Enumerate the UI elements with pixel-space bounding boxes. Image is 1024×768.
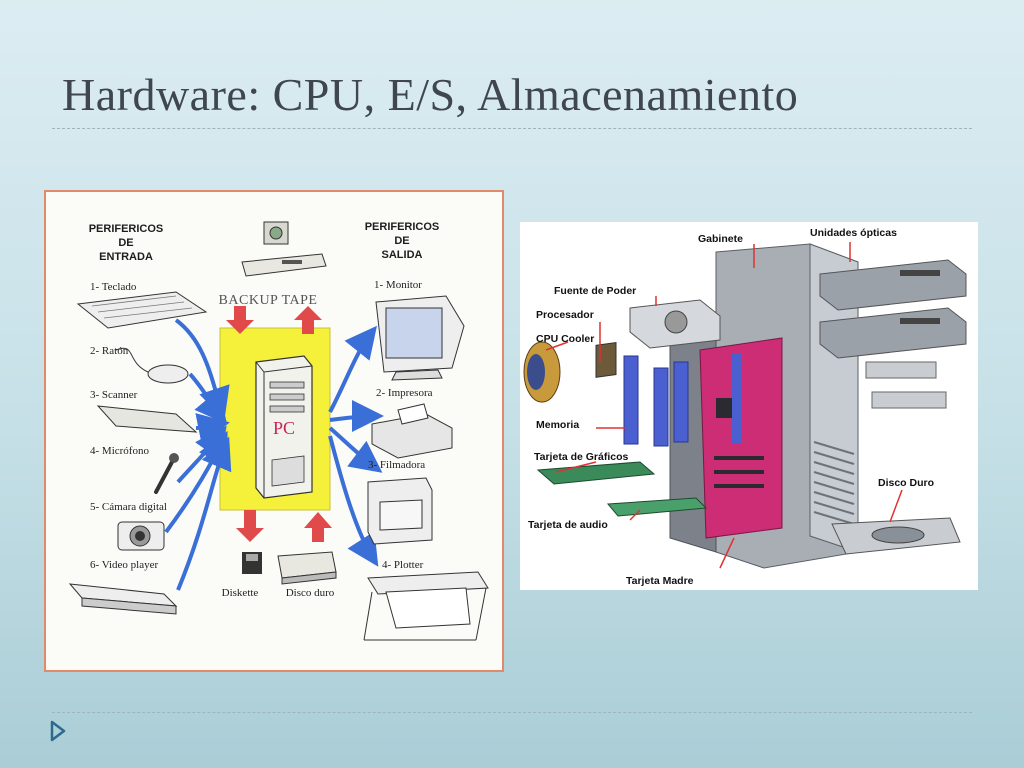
arrow-backup-down <box>226 306 254 334</box>
label-tarjeta-graficos: Tarjeta de Gráficos <box>534 451 629 463</box>
drive-bays-icon <box>865 361 947 409</box>
output-arrows <box>328 325 384 567</box>
hard-disk-drive-icon <box>831 517 961 555</box>
input-device-6-label: 6- Video player <box>90 559 159 571</box>
video-player-icon <box>68 583 178 615</box>
scanner-icon <box>96 405 198 433</box>
slide-title: Hardware: CPU, E/S, Almacenamiento <box>62 69 799 120</box>
output-device-4-label: 4- Plotter <box>382 559 424 571</box>
input-arrows <box>164 318 232 591</box>
label-fuente-de-poder: Fuente de Poder <box>554 285 636 297</box>
input-device-1-label: 1- Teclado <box>90 281 137 293</box>
computer-parts-diagram: Gabinete Unidades ópticas Fuente de Pode… <box>520 222 978 590</box>
output-device-1-label: 1- Monitor <box>374 279 422 291</box>
label-tarjeta-madre: Tarjeta Madre <box>626 575 694 587</box>
input-heading-line-1: PERIFERICOS <box>89 223 164 235</box>
triangle-right-icon[interactable] <box>50 720 66 742</box>
output-heading-line-2: DE <box>394 235 409 247</box>
output-heading-line-1: PERIFERICOS <box>365 221 440 233</box>
audio-card-icon <box>606 497 708 517</box>
power-supply-icon <box>629 299 721 349</box>
input-heading-line-2: DE <box>118 237 133 249</box>
label-unidades-opticas: Unidades ópticas <box>810 227 897 239</box>
label-tarjeta-audio: Tarjeta de audio <box>528 519 608 531</box>
graphics-card-icon <box>536 461 656 485</box>
label-memoria: Memoria <box>536 419 579 431</box>
arrow-storage-down <box>236 510 264 542</box>
footer-divider <box>52 712 972 713</box>
optical-drives-icon <box>819 259 967 359</box>
computer-parts-art: Gabinete Unidades ópticas Fuente de Pode… <box>523 227 967 587</box>
label-cpu-cooler: CPU Cooler <box>536 333 594 345</box>
label-pointers <box>545 242 903 569</box>
microphone-icon <box>154 460 174 494</box>
title-divider <box>52 128 972 129</box>
camera-icon <box>117 521 165 551</box>
pc-tower-icon <box>255 355 313 499</box>
input-device-4-label: 4- Micrófono <box>90 445 149 457</box>
filmadora-icon <box>367 477 433 545</box>
disco-duro-label: Disco duro <box>286 587 335 599</box>
output-device-2-label: 2- Impresora <box>376 387 433 399</box>
mouse-icon <box>147 364 189 384</box>
arrow-storage-up <box>304 512 332 542</box>
pc-label: PC <box>273 418 295 438</box>
diskette-icon <box>242 552 262 574</box>
input-device-3-label: 3- Scanner <box>90 389 138 401</box>
keyboard-icon <box>76 291 208 329</box>
printer-icon <box>371 403 453 459</box>
label-procesador: Procesador <box>536 309 594 321</box>
peripherals-diagram-art: PERIFERICOS DE ENTRADA PERIFERICOS DE SA… <box>68 221 489 641</box>
processor-icon <box>595 341 617 378</box>
cpu-cooler-icon <box>523 341 561 403</box>
hard-disk-icon <box>277 551 337 585</box>
monitor-icon <box>375 295 465 381</box>
label-gabinete: Gabinete <box>698 233 743 245</box>
output-device-3-label: 3- Filmadora <box>368 459 425 471</box>
backup-tape-icon <box>241 221 327 277</box>
input-device-5-label: 5- Cámara digital <box>90 501 167 513</box>
motherboard-ram-slot <box>732 354 742 444</box>
output-heading-line-3: SALIDA <box>382 249 423 261</box>
arrow-backup-up <box>294 306 322 334</box>
diskette-label: Diskette <box>222 587 259 599</box>
input-device-2-label: 2- Ratón <box>90 345 129 357</box>
label-disco-duro: Disco Duro <box>878 477 934 489</box>
input-heading-line-3: ENTRADA <box>99 251 153 263</box>
peripherals-diagram: PERIFERICOS DE ENTRADA PERIFERICOS DE SA… <box>44 190 504 672</box>
ram-modules-icon <box>623 355 689 447</box>
backup-tape-label: BACKUP TAPE <box>219 293 318 308</box>
plotter-icon <box>363 571 489 641</box>
